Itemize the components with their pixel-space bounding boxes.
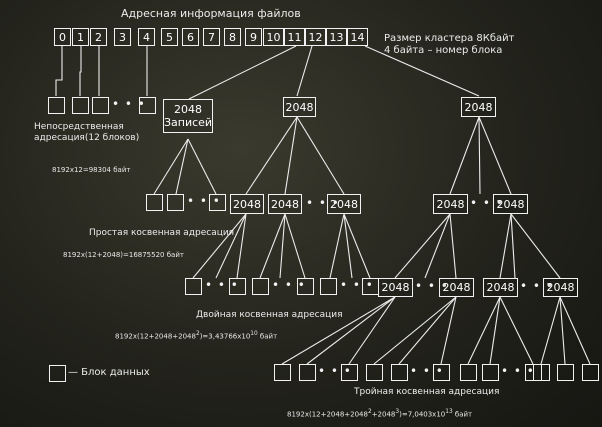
index-cell-14: 14: [347, 28, 368, 46]
ellipsis: • • •: [410, 364, 444, 378]
triple-indirect-caption: Тройная косвенная адресация: [354, 387, 500, 397]
ellipsis: • • •: [187, 194, 221, 208]
data-block: [48, 97, 65, 114]
link-0: [55, 46, 63, 96]
link-14: [364, 45, 480, 97]
ellipsis: • • •: [318, 364, 352, 378]
data-block: [252, 278, 269, 295]
data-block: [146, 194, 163, 211]
legend-block-swatch: [49, 365, 66, 382]
data-block: [167, 194, 184, 211]
index-cell-12: 12: [305, 28, 326, 46]
data-block: [366, 364, 383, 381]
index-block-2048: 2048: [327, 194, 361, 214]
data-block: [297, 278, 314, 295]
cluster-size-note: Размер кластера 8Кбайт: [384, 33, 515, 44]
index-block-2048: 2048: [433, 194, 468, 214]
index-cell-7: 7: [203, 28, 220, 46]
legend-label: — Блок данных: [68, 367, 150, 378]
double-indirect-caption: Двойная косвенная адресация: [196, 310, 343, 320]
data-block: [460, 364, 477, 381]
single-indirect-formula: 8192x(12+2048)=16875520 байт: [63, 251, 184, 259]
data-block: [533, 364, 550, 381]
data-block: [299, 364, 316, 381]
data-block: [229, 278, 246, 295]
data-block: [362, 278, 379, 295]
single-indirect-block: 2048 Записей: [163, 99, 213, 133]
data-block: [391, 364, 408, 381]
data-block: [341, 364, 358, 381]
link-13: [296, 45, 313, 97]
double-indirect-formula: 8192x(12+2048+20482)=3,43766x1010 байт: [115, 331, 278, 341]
data-block: [185, 278, 202, 295]
block-number-note: 4 байта – номер блока: [384, 45, 503, 56]
index-block-2048: 2048: [483, 278, 518, 297]
triple-indirect-formula: 8192x(12+2048+20482+20483)=7,0403x1013 б…: [287, 409, 473, 419]
data-block: [557, 364, 574, 381]
data-block: [72, 97, 89, 114]
index-cell-10: 10: [263, 28, 284, 46]
link-12: [188, 45, 297, 100]
index-cell-6: 6: [182, 28, 199, 46]
direct-formula: 8192x12=98304 байт: [52, 166, 131, 174]
ellipsis: • • •: [470, 196, 504, 210]
index-cell-3: 3: [114, 28, 131, 46]
direct-caption: Непосредственная адресация(12 блоков): [34, 122, 140, 143]
index-cell-1: 1: [72, 28, 89, 46]
data-block: [139, 97, 156, 114]
double-indirect-block: 2048: [283, 97, 316, 117]
ellipsis: • • •: [520, 279, 554, 293]
link-1: [79, 46, 82, 96]
data-block: [582, 364, 599, 381]
ellipsis: • • •: [272, 278, 306, 292]
index-cell-4: 4: [138, 28, 155, 46]
index-block-2048: 2048: [493, 194, 528, 214]
index-cell-8: 8: [224, 28, 241, 46]
data-block: [274, 364, 291, 381]
single-indirect-caption: Простая косвенная адресация: [89, 228, 235, 238]
data-block: [209, 194, 226, 211]
index-cell-2: 2: [90, 28, 107, 46]
index-cell-9: 9: [245, 28, 262, 46]
index-cell-11: 11: [284, 28, 305, 46]
ellipsis: • • •: [112, 97, 146, 111]
index-cell-0: 0: [54, 28, 71, 46]
data-block: [433, 364, 450, 381]
data-block: [482, 364, 499, 381]
diagram-title: Адресная информация файлов: [121, 7, 301, 20]
index-block-2048: 2048: [439, 278, 474, 297]
index-block-2048: 2048: [268, 194, 302, 214]
data-block: [320, 278, 337, 295]
data-block: [92, 97, 109, 114]
triple-indirect-block: 2048: [461, 97, 496, 117]
ellipsis: • • •: [306, 196, 340, 210]
index-cell-5: 5: [161, 28, 178, 46]
records-label: Записей: [163, 116, 213, 129]
index-cell-13: 13: [326, 28, 347, 46]
block-count: 2048: [174, 103, 202, 116]
index-block-2048: 2048: [378, 278, 413, 297]
index-block-2048: 2048: [543, 278, 578, 297]
ellipsis: • • •: [340, 278, 374, 292]
index-block-2048: 2048: [230, 194, 264, 214]
